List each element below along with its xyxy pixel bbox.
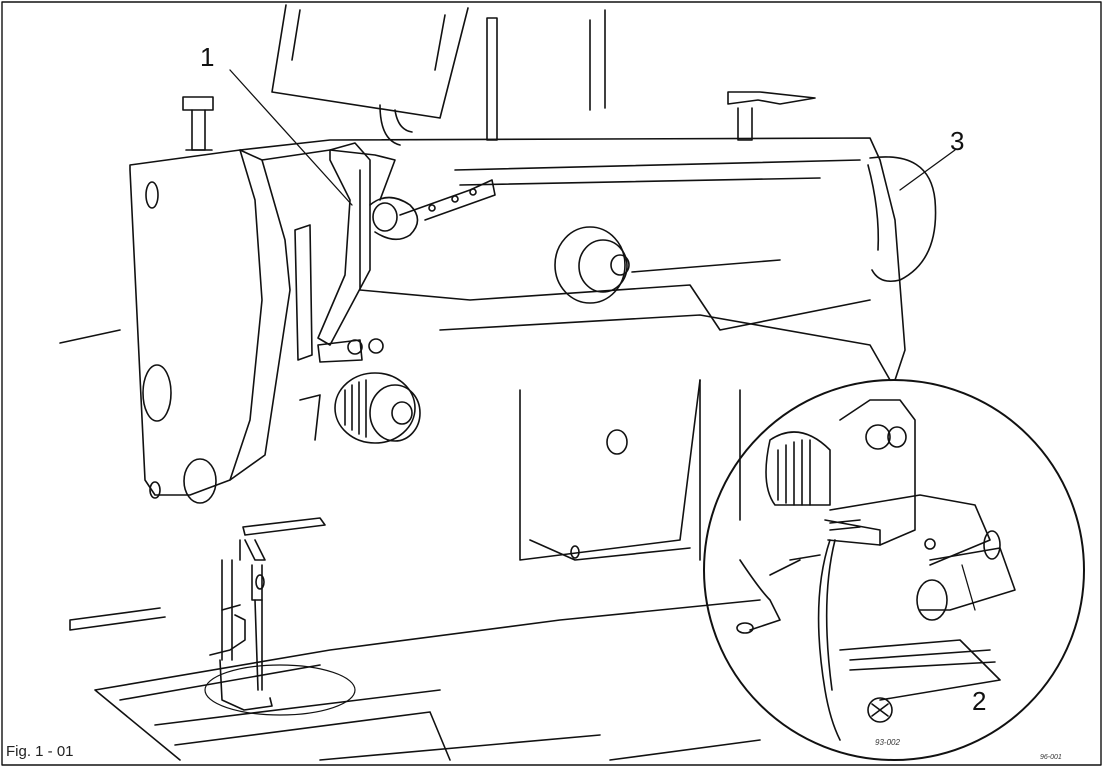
handwheel xyxy=(867,156,937,283)
head-cover xyxy=(129,149,396,504)
figure-caption: Fig. 1 - 01 xyxy=(6,743,74,760)
needle-area xyxy=(209,517,326,711)
image-code: 96-001 xyxy=(1040,754,1062,761)
callout-2: 2 xyxy=(972,686,987,716)
callout-3: 3 xyxy=(950,126,965,156)
callout-1: 1 xyxy=(200,42,215,72)
stitch-knob xyxy=(334,372,421,444)
machine-arm xyxy=(239,137,906,561)
machine-bed xyxy=(59,329,761,761)
thread-stand xyxy=(271,4,816,146)
thread-tension xyxy=(554,226,781,304)
front-mechanics xyxy=(294,224,384,441)
detail-circle xyxy=(703,379,1085,761)
top-knob xyxy=(182,96,214,151)
leader-lines xyxy=(229,69,976,611)
take-up-lever xyxy=(317,142,496,346)
detail-code: 93-002 xyxy=(875,738,900,747)
